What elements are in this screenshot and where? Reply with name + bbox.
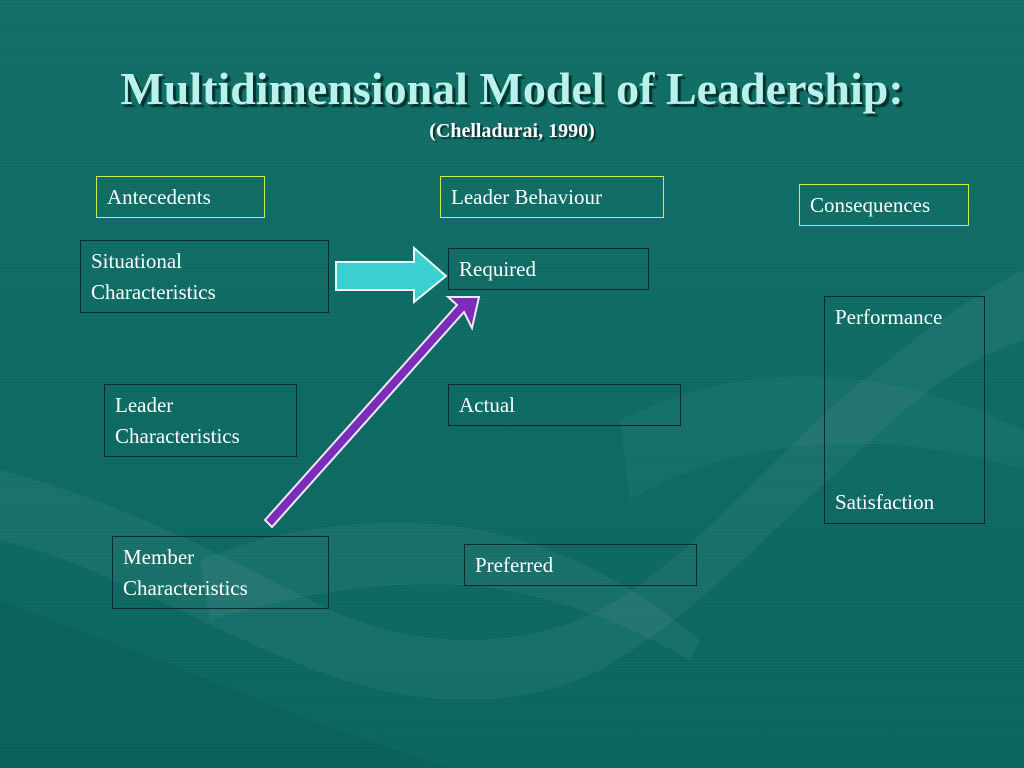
slide-title: Multidimensional Model of Leadership: [120, 63, 904, 114]
preferred-box: Preferred [464, 544, 697, 586]
satisfaction-label: Satisfaction [835, 490, 935, 514]
slide-subtitle: (Chelladurai, 1990) [429, 120, 595, 142]
consequences-box: Performance Satisfaction [824, 296, 985, 524]
consequences-header: Consequences [799, 184, 969, 226]
actual-label: Actual [459, 393, 515, 417]
antecedents-header: Antecedents [96, 176, 265, 218]
leader-line-1: Leader [115, 393, 174, 417]
situational-line-2: Characteristics [91, 280, 216, 304]
situational-line-1: Situational [91, 249, 182, 273]
leader-behaviour-header-label: Leader Behaviour [451, 185, 603, 209]
consequences-header-label: Consequences [810, 193, 931, 217]
member-characteristics-box: Member Characteristics [112, 536, 329, 609]
required-label: Required [459, 257, 536, 281]
leader-behaviour-header: Leader Behaviour [440, 176, 664, 218]
member-line-2: Characteristics [123, 576, 248, 600]
situational-characteristics-box: Situational Characteristics [80, 240, 329, 313]
required-box: Required [448, 248, 649, 290]
actual-box: Actual [448, 384, 681, 426]
preferred-label: Preferred [475, 553, 554, 577]
leader-line-2: Characteristics [115, 424, 240, 448]
performance-label: Performance [835, 305, 943, 329]
member-line-1: Member [123, 545, 195, 569]
leader-characteristics-box: Leader Characteristics [104, 384, 297, 457]
antecedents-header-label: Antecedents [107, 185, 211, 209]
